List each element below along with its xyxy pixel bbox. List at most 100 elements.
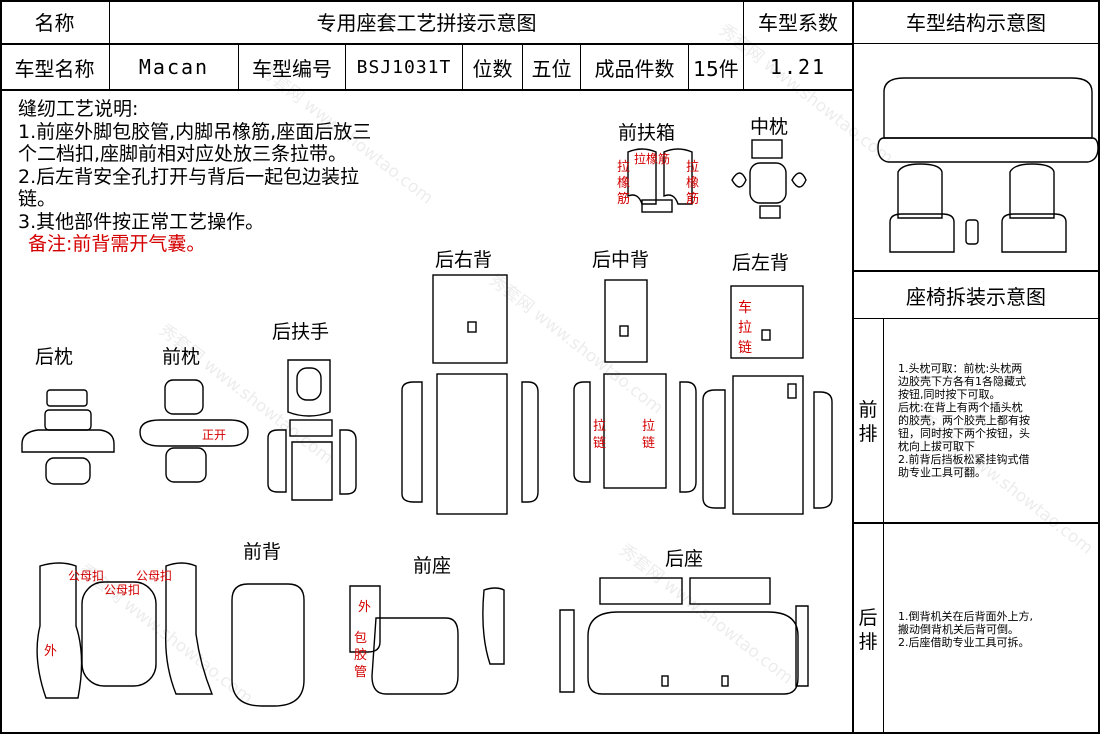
front-back-side-left: [36, 562, 83, 699]
note-char: 包: [354, 631, 368, 646]
label-rear-left-back: 后左背: [732, 252, 790, 274]
rear-armrest-mid: [289, 419, 333, 437]
pieces-value: 15件: [693, 56, 739, 81]
border-right: [1098, 0, 1100, 734]
note-line: 枕向上拔可取下: [898, 440, 975, 453]
front-back-side-right: [165, 562, 214, 695]
label-center-pillow: 中枕: [750, 116, 789, 138]
rear-center-back-main: [603, 373, 667, 489]
note-char: 筋: [686, 192, 700, 207]
factor-label: 车型系数: [758, 11, 838, 35]
rear-seat-side-right: [795, 605, 809, 687]
rear-armrest-top: [287, 359, 331, 417]
right-panel-divider: [852, 0, 854, 734]
label-char: 后: [858, 607, 878, 629]
note-char: 车: [738, 300, 752, 316]
vline-6: [580, 43, 581, 89]
name-label: 名称: [34, 11, 75, 35]
note-char: 拉: [642, 419, 656, 434]
rear-center-back-top: [604, 279, 648, 363]
rear-left-back-side-left: [702, 389, 726, 509]
note-line: 助专业工具可翻。: [898, 466, 986, 479]
notes-line: 1.前座外脚包胶管,内脚吊橡筋,座面后放三: [18, 120, 372, 143]
rear-left-back-side-right: [813, 391, 833, 509]
seats-value: 五位: [531, 56, 572, 81]
note-elastic-right: 拉 橡 筋: [686, 160, 700, 208]
front-headrest-band: [139, 419, 249, 447]
note-line: 1.倒背机关在后背面外上方,: [898, 610, 1033, 623]
note-char: 拉: [617, 160, 631, 175]
structure-title: 车型结构示意图: [906, 11, 1046, 35]
front-seat-main: [371, 617, 459, 695]
note-char: 链: [738, 340, 752, 356]
note-elastic: 拉橡筋: [634, 152, 671, 166]
center-pillow-bottom: [759, 205, 781, 219]
note-char: 拉: [738, 320, 752, 336]
note-snap-3: 公母扣: [104, 583, 141, 597]
rear-seat-top-left: [599, 577, 683, 605]
note-line: 搬动倒背机关后背可倒。: [898, 623, 1019, 636]
rear-row-notes: 1.倒背机关在后背面外上方, 搬动倒背机关后背可倒。 2.后座借助专业工具可拆。: [898, 610, 1092, 649]
note-open-front: 正开: [202, 428, 227, 442]
front-row-label: 前 排: [856, 398, 880, 446]
front-armrest-bottom: [641, 199, 673, 213]
label-front-headrest: 前枕: [162, 346, 201, 368]
note-line: 边胶壳下方各有1各隐藏式: [898, 375, 1026, 388]
front-headrest-bottom: [165, 447, 207, 483]
rear-headrest-bottom: [45, 457, 91, 485]
right-section-divider: [852, 270, 1100, 272]
notes-heading: 缝纫工艺说明:: [18, 98, 139, 120]
front-armrest-piece-right: [663, 148, 693, 205]
vline-2: [238, 43, 239, 89]
label-char: 排: [858, 423, 878, 445]
note-line: 2.前背后挡板松紧挂钩式借: [898, 453, 1030, 466]
vline-factor: [743, 0, 744, 89]
rear-left-back-hole: [761, 329, 771, 341]
sewing-notes: 缝纫工艺说明: 1.前座外脚包胶管,内脚吊橡筋,座面后放三 个二档扣,座脚前相对…: [18, 98, 478, 256]
note-zipper-left: 拉 链: [593, 418, 606, 452]
vline-5: [522, 43, 523, 89]
note-char: 链: [593, 436, 607, 451]
structure-rear-back: [883, 77, 1093, 139]
note-line: 钮，同时按下两个按钮，头: [898, 427, 1030, 440]
note-char: 拉: [686, 160, 700, 175]
note-char: 胶: [354, 648, 368, 663]
label-char: 前: [858, 399, 878, 421]
structure-front-cushion-right: [1001, 213, 1067, 253]
rear-right-back-side-right: [521, 381, 539, 503]
row-divider-2: [0, 89, 852, 91]
rear-right-back-main: [436, 373, 508, 515]
note-char: 筋: [617, 192, 631, 207]
rear-center-back-hole: [619, 325, 629, 337]
front-seat-side-right: [482, 587, 505, 665]
note-zipper-right: 拉 链: [642, 418, 655, 452]
label-front-armrest: 前扶箱: [618, 122, 676, 144]
note-line: 按钮,同时按下可取。: [898, 388, 1001, 401]
front-row-notes: 1.头枕可取：前枕:头枕两 边胶壳下方各有1各隐藏式 按钮,同时按下可取。 后枕…: [898, 362, 1092, 479]
vline-7: [688, 43, 689, 89]
center-pillow-face: [749, 162, 787, 204]
border-bottom: [0, 732, 1100, 734]
border-top: [0, 0, 1100, 2]
model-name-value: Macan: [138, 55, 210, 79]
factor-value: 1.21: [769, 55, 827, 79]
rear-right-back-hole: [467, 321, 477, 333]
center-pillow-top: [751, 139, 783, 159]
rear-seat-slot: [721, 675, 729, 687]
rear-armrest-body: [291, 441, 333, 501]
note-char: 拉: [593, 419, 607, 434]
rear-left-back-main: [732, 375, 804, 515]
label-rear-armrest: 后扶手: [272, 321, 330, 343]
rear-right-back-side-left: [401, 381, 423, 503]
notes-line: 个二档扣,座脚前相对应处放三条拉带。: [18, 143, 348, 165]
rear-armrest-side-right: [339, 429, 357, 495]
note-char: 橡: [686, 176, 700, 191]
label-rear-right-back: 后右背: [435, 249, 493, 271]
note-wrap-tube: 包 胶 管: [354, 630, 367, 681]
center-pillow-side-left: [731, 172, 747, 188]
vline-4: [462, 43, 463, 89]
model-no-label: 车型编号: [252, 56, 332, 81]
note-char: 管: [354, 665, 368, 680]
right-row-divider: [852, 522, 1100, 524]
